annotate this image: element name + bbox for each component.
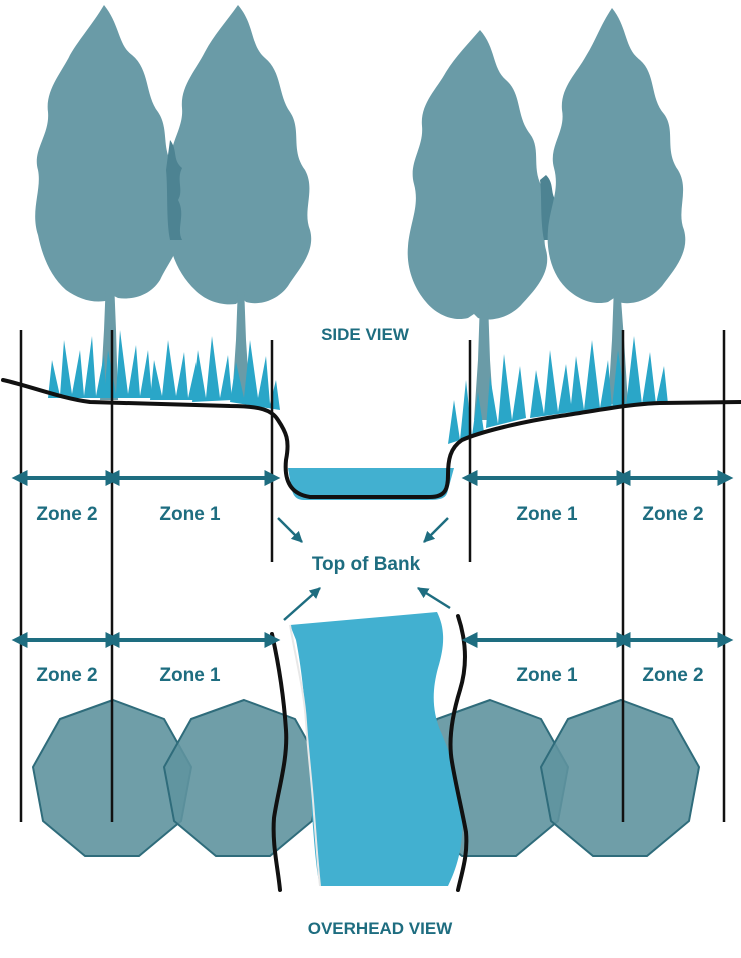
zone-label: Zone 2 bbox=[642, 504, 703, 525]
side-view-title: SIDE VIEW bbox=[321, 325, 410, 344]
zone-label: Zone 1 bbox=[159, 665, 221, 686]
zone-boundary-lines bbox=[19, 330, 726, 822]
tree-right-2 bbox=[547, 8, 686, 404]
top-of-bank-label: Top of Bank bbox=[312, 554, 421, 575]
tree-left-1 bbox=[35, 5, 180, 400]
zone-label: Zone 2 bbox=[642, 665, 703, 686]
zone-label: Zone 2 bbox=[36, 504, 97, 525]
tree-right-1 bbox=[407, 30, 560, 420]
zone-label: Zone 1 bbox=[516, 665, 578, 686]
top-of-bank-line-left bbox=[270, 632, 289, 892]
zone-label: Zone 2 bbox=[36, 665, 97, 686]
zone-label: Zone 1 bbox=[159, 504, 221, 525]
side-view-water bbox=[288, 468, 454, 500]
side-view-ground-profile bbox=[1, 378, 741, 499]
canopy-4 bbox=[539, 698, 701, 857]
canopy-2 bbox=[162, 698, 324, 857]
stream-edge-left bbox=[289, 624, 321, 887]
top-of-bank-pointers bbox=[277, 517, 451, 621]
tree-left-2 bbox=[166, 5, 312, 400]
zone-arrows bbox=[11, 470, 734, 648]
side-view-grass bbox=[48, 330, 668, 444]
zone-label: Zone 1 bbox=[516, 504, 578, 525]
overhead-stream bbox=[290, 612, 463, 886]
overhead-view-title: OVERHEAD VIEW bbox=[308, 919, 453, 938]
side-view-trees bbox=[35, 5, 686, 420]
top-of-bank-line-right bbox=[448, 614, 469, 892]
